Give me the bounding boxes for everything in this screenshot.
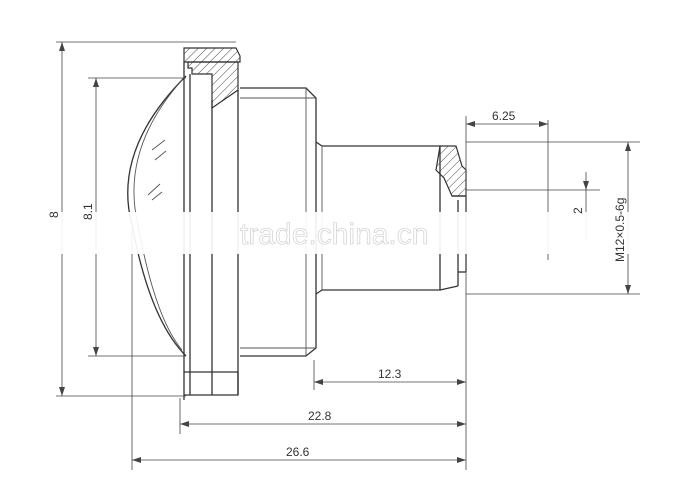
dim-thread-spec: M12×0.5-6g: [613, 198, 627, 262]
extension-lines: [56, 41, 640, 470]
dim-overall-height: 8: [47, 211, 61, 218]
watermark-text: trade.china.cn: [240, 218, 428, 251]
dim-body-length: 22.8: [308, 409, 332, 423]
dim-lens-diameter: 8.1: [81, 203, 95, 220]
dim-thread-inner: 2: [571, 207, 585, 214]
dim-thread-offset: 6.25: [492, 109, 516, 123]
dim-shaft-length: 12.3: [378, 367, 402, 381]
watermark: trade.china.cn: [40, 212, 640, 254]
dim-total-length: 26.6: [286, 445, 310, 459]
